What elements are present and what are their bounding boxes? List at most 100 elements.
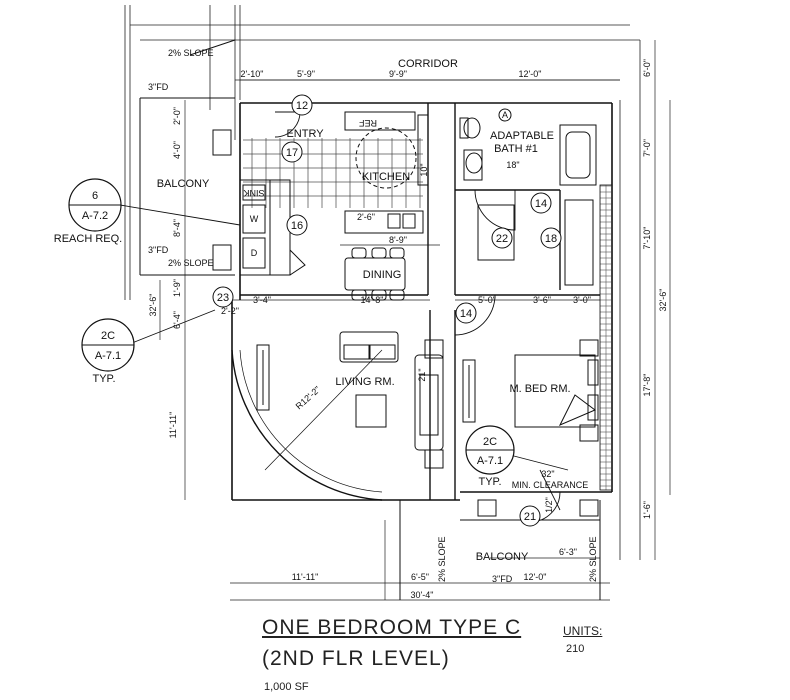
dim-text: 6'-5" [411, 572, 429, 582]
dim-text: 32" [541, 469, 554, 479]
tag-16: 16 [286, 214, 308, 236]
tag-22: 22 [491, 227, 513, 249]
dim-text: 30'-4" [411, 590, 434, 600]
plan-level: (2ND FLR LEVEL) [262, 647, 450, 670]
svg-text:14: 14 [535, 198, 547, 210]
dim-text: 3'-6" [533, 295, 551, 305]
dim-text: 8'-9" [389, 235, 407, 245]
dim-text: 18" [506, 160, 519, 170]
kitchen-label: KITCHEN [362, 171, 410, 183]
dim-text: 2'-0" [172, 107, 182, 125]
dining-label: DINING [363, 269, 402, 281]
ref-label: REF [358, 118, 377, 128]
dim-text: 11'-11" [292, 572, 319, 582]
bedroom-exterior-wall [599, 184, 613, 491]
kitchen-counter [344, 111, 429, 234]
svg-text:17: 17 [286, 147, 298, 159]
bedroom-label: M. BED RM. [509, 383, 570, 395]
slope-note: 2% SLOPE [588, 536, 598, 582]
dim-text: 2'-2" [221, 306, 239, 316]
svg-text:23: 23 [217, 292, 229, 304]
tag-14-bedroom: 14 [455, 302, 477, 324]
tag-18: 18 [540, 227, 562, 249]
dim-text: 5'-9" [297, 69, 315, 79]
floor-drain-3: 3"FD [492, 574, 513, 584]
fixture-labels: SINK W D REF MIN. CLEARANCE 3"FD 3"FD 3"… [148, 82, 588, 584]
svg-text:16: 16 [291, 220, 303, 232]
interior-walls [240, 103, 600, 500]
dim-text: 32'-6" [658, 289, 668, 312]
svg-text:18: 18 [545, 233, 557, 245]
svg-text:A: A [502, 110, 508, 120]
grid-lines [124, 5, 641, 601]
kitchen-tile-floor [243, 138, 423, 208]
units-value: 210 [566, 643, 585, 655]
dim-text: 6'-3" [559, 547, 577, 557]
bath-label-2: BATH #1 [494, 143, 538, 155]
tag-21: 21 [519, 505, 541, 527]
corridor-label: CORRIDOR [398, 58, 458, 70]
callout-number: 2C [483, 436, 497, 448]
dimension-texts: 2'-10" 5'-9" 9'-9" 12'-0" 6'-0" 7'-0" 7'… [148, 59, 668, 600]
dim-text: 11'-11" [168, 412, 178, 439]
balcony-south-label: BALCONY [476, 551, 529, 563]
dim-text: 3'-0" [573, 295, 591, 305]
tag-23: 23 [212, 286, 234, 308]
living-furniture [231, 331, 444, 501]
dim-text: 4'-0" [172, 141, 182, 159]
tag-12: 12 [291, 94, 313, 116]
svg-text:14: 14 [460, 308, 472, 320]
living-label: LIVING RM. [335, 376, 394, 388]
dimension-lines [159, 40, 671, 600]
dim-text: 14'-8" [361, 295, 384, 305]
room-labels: CORRIDOR ENTRY KITCHEN ADAPTABLE BATH #1… [157, 58, 571, 563]
svg-text:21: 21 [524, 511, 536, 523]
dim-text: 1/2" [544, 497, 554, 513]
floor-drain-1: 3"FD [148, 82, 169, 92]
dim-text: 1'-6" [642, 501, 652, 519]
sink-label: SINK [243, 188, 264, 198]
callout-sheet: A-7.2 [82, 210, 108, 222]
svg-text:22: 22 [496, 233, 508, 245]
callout-note: TYP. [92, 373, 115, 385]
dim-text: 3'-4" [253, 295, 271, 305]
callout-number: 2C [101, 330, 115, 342]
callout-sheet: A-7.1 [95, 350, 121, 362]
dim-text: 2'-6" [357, 212, 375, 222]
leader-lines [119, 204, 569, 511]
dim-text: 7'-10" [642, 227, 652, 250]
callout-2c-a71-left: 2C A-7.1 TYP. [81, 318, 135, 385]
slope-note: 2% SLOPE [437, 536, 447, 582]
dim-text: 21" [417, 368, 427, 381]
dim-text: 1'-9" [172, 279, 182, 297]
callout-6-a72: 6 A-7.2 REACH REQ. [54, 178, 122, 245]
dryer-label: D [251, 248, 258, 258]
bath-label: ADAPTABLE [490, 130, 554, 142]
callout-number: 6 [92, 190, 98, 202]
tag-a: A [498, 108, 512, 122]
dim-text: 6'-0" [642, 59, 652, 77]
callout-note: REACH REQ. [54, 233, 122, 245]
dim-text: 8'-4" [172, 219, 182, 237]
bedroom-furniture [462, 339, 599, 442]
balcony-west [139, 39, 236, 276]
svg-text:12: 12 [296, 100, 308, 112]
washer-label: W [250, 214, 259, 224]
plan-area: 1,000 SF [264, 681, 309, 693]
dim-text: 32'-6" [148, 294, 158, 317]
dim-text: 10" [419, 163, 429, 176]
dining-set [344, 247, 406, 301]
floor-drain-2: 3"FD [148, 245, 169, 255]
bath-fixtures [459, 117, 597, 286]
dim-text: 12'-0" [524, 572, 547, 582]
dim-text: 5'-0" [478, 295, 496, 305]
callout-sheet: A-7.1 [477, 455, 503, 467]
dim-text: 9'-9" [389, 69, 407, 79]
slope-notes: 2% SLOPE 2% SLOPE 2% SLOPE 2% SLOPE [168, 48, 598, 582]
callout-note: TYP. [478, 476, 501, 488]
dim-text: 6'-4" [172, 311, 182, 329]
dim-text: 17'-8" [642, 374, 652, 397]
dim-text: 2'-10" [241, 69, 264, 79]
dim-text: R12'-2" [294, 384, 323, 411]
